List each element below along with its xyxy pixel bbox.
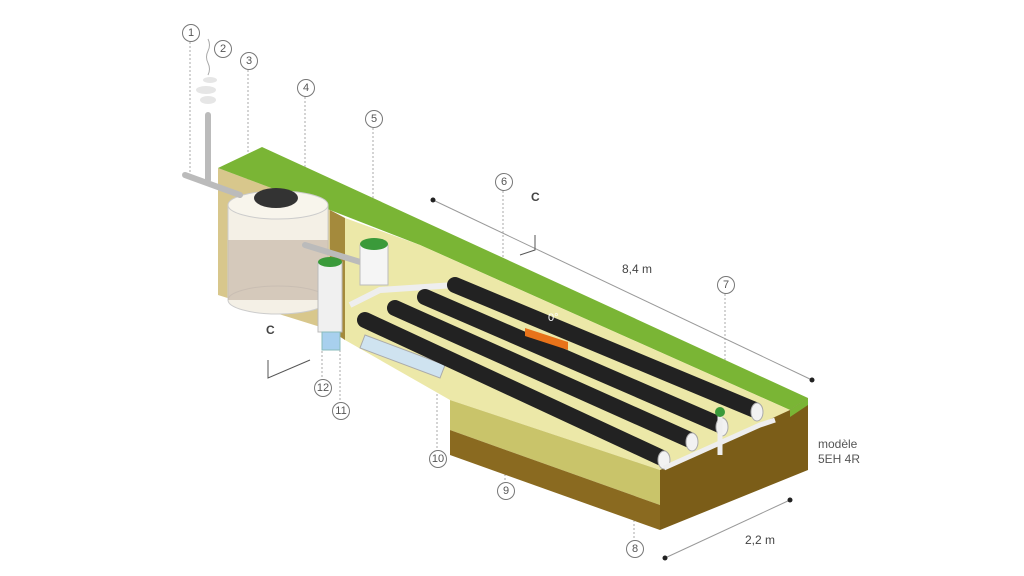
width-dimension: 2,2 m <box>745 533 776 547</box>
callout-10: 10 <box>429 450 447 468</box>
gravel-layer <box>450 400 660 505</box>
septic-tank <box>227 188 329 315</box>
return-manifold <box>662 417 776 471</box>
callout-5: 5 <box>365 110 383 128</box>
model-line-2: 5EH 4R <box>818 452 861 466</box>
section-mark-bottom: C <box>266 323 275 337</box>
slope-label: 0° <box>548 312 559 324</box>
spreading-pipes <box>357 277 763 466</box>
pipe-end-caps <box>657 402 764 470</box>
callout-6: 6 <box>495 173 513 191</box>
spirit-level <box>525 328 568 350</box>
section-mark-top: C <box>531 190 540 204</box>
callout-12: 12 <box>314 379 332 397</box>
callout-11: 11 <box>332 402 350 420</box>
ventilation-pipes <box>182 112 373 268</box>
model-line-1: modèle <box>818 437 858 451</box>
air-flow-icon <box>206 38 210 76</box>
callout-9: 9 <box>497 482 515 500</box>
length-dimension: 8,4 m <box>622 262 653 276</box>
callout-8: 8 <box>626 540 644 558</box>
callout-2: 2 <box>214 40 232 58</box>
sampling-column <box>317 257 343 351</box>
vent-plume <box>196 77 217 104</box>
callout-1: 1 <box>182 24 200 42</box>
callout-7: 7 <box>717 276 735 294</box>
model-label: modèle 5EH 4R <box>818 437 860 467</box>
callout-4: 4 <box>297 79 315 97</box>
collector-drain <box>359 334 446 379</box>
tank-lid <box>254 188 298 208</box>
dimension-lines <box>267 199 813 559</box>
dimension-dots <box>430 197 815 561</box>
soil-side <box>660 398 808 530</box>
callout-3: 3 <box>240 52 258 70</box>
inspection-cap <box>715 407 725 417</box>
grass-surface <box>218 147 808 410</box>
distribution-box <box>359 238 389 286</box>
